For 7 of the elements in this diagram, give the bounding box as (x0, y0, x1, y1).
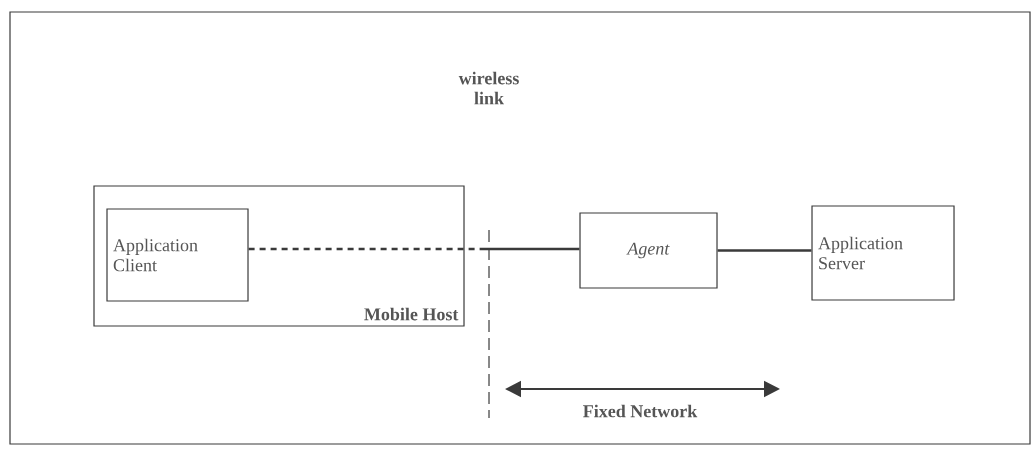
process-box: Application Client (106, 208, 249, 302)
divider-label: wireless link (458, 71, 519, 105)
connector-line (717, 249, 812, 252)
span-label: Fixed Network (583, 404, 698, 418)
process-box: Agent (579, 212, 718, 289)
connector-line (248, 247, 580, 251)
process-box: Application Server (811, 205, 955, 301)
